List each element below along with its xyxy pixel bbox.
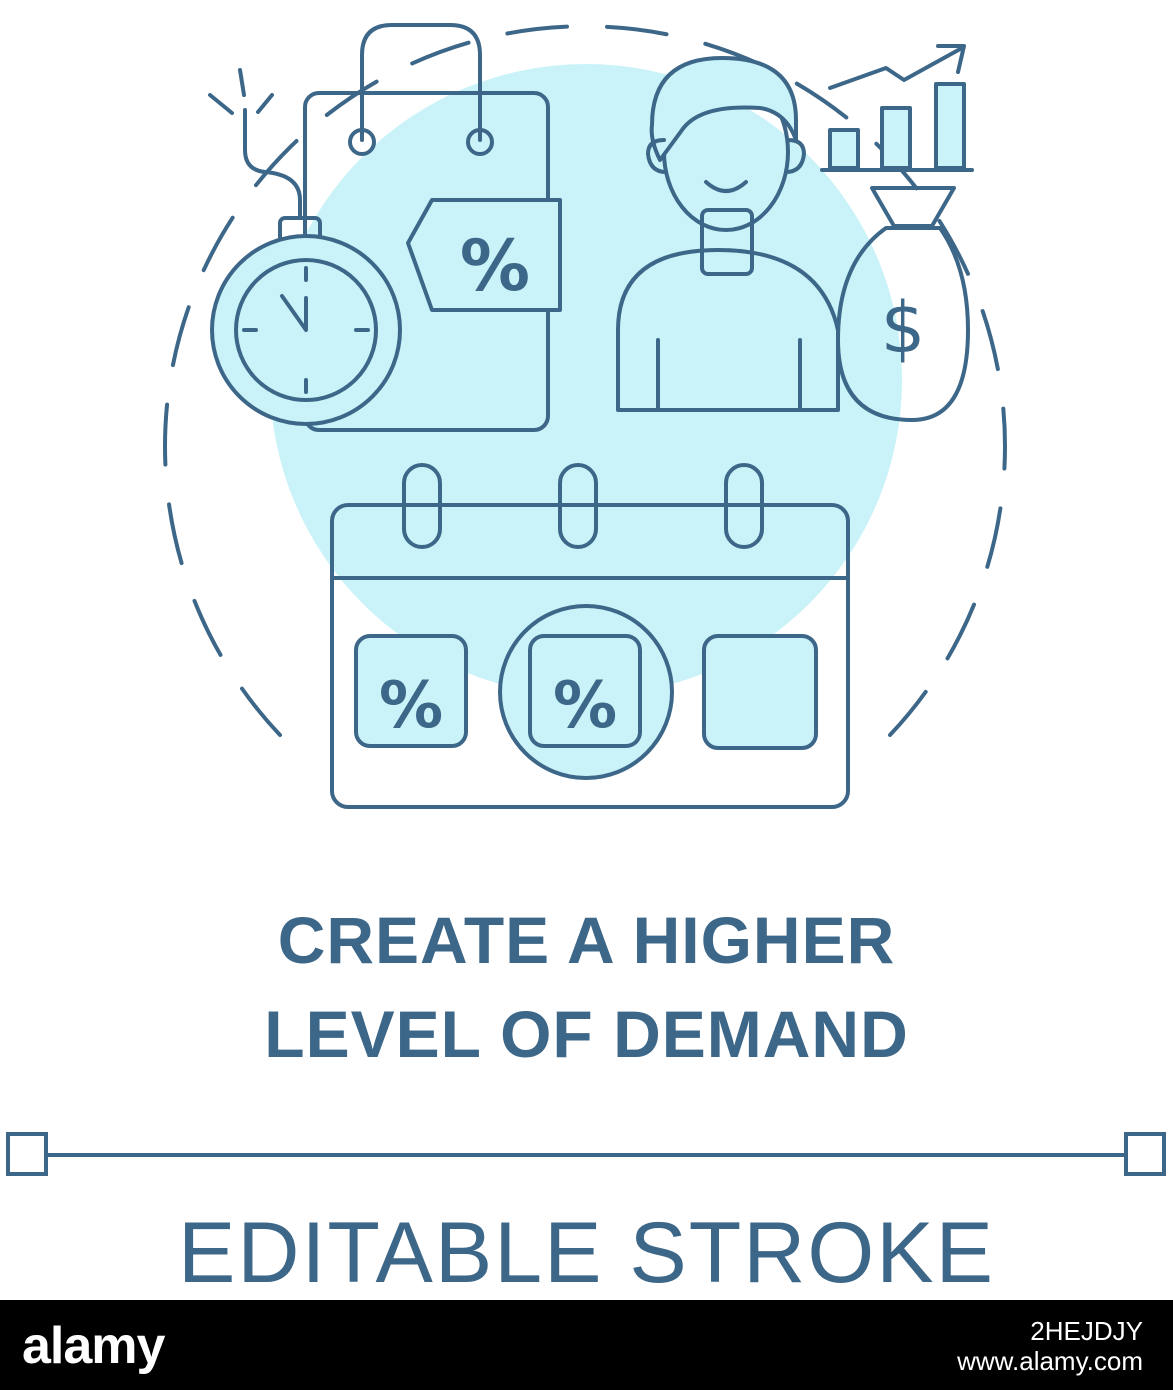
calendar-cell-2 bbox=[528, 634, 642, 748]
calendar-cell-3 bbox=[702, 634, 818, 750]
illustration: % $ bbox=[6, 23, 1166, 1176]
stroke-handle-left bbox=[6, 1132, 48, 1176]
alamy-logo: alamy bbox=[22, 1317, 165, 1375]
growth-chart-icon bbox=[820, 44, 974, 172]
person-icon bbox=[616, 56, 840, 412]
money-symbol: $ bbox=[881, 287, 926, 369]
footer-url: www.alamy.com bbox=[957, 1346, 1143, 1376]
editable-stroke-line bbox=[6, 1132, 1166, 1176]
calendar-cell-1 bbox=[354, 634, 468, 748]
calendar-cell-1-symbol: % bbox=[379, 669, 443, 743]
image-id: 2HEJDJY bbox=[1030, 1316, 1143, 1346]
calendar-icon: % % bbox=[330, 463, 850, 809]
stock-footer: alamy 2HEJDJY www.alamy.com bbox=[0, 1300, 1173, 1390]
price-tag-symbol: % bbox=[460, 225, 530, 307]
money-bag-icon: $ bbox=[836, 186, 970, 422]
title-line-2: LEVEL OF DEMAND bbox=[264, 997, 909, 1071]
footer-meta: 2HEJDJY www.alamy.com bbox=[957, 1316, 1143, 1376]
stroke-handle-right bbox=[1124, 1132, 1166, 1176]
price-tag-icon: % bbox=[406, 198, 562, 312]
dashed-ring bbox=[163, 24, 1007, 737]
stopwatch-icon bbox=[208, 68, 402, 426]
calendar-cell-2-symbol: % bbox=[553, 669, 617, 743]
title-line-1: CREATE A HIGHER bbox=[277, 903, 896, 977]
editable-stroke-label: EDITABLE STROKE bbox=[178, 1205, 995, 1301]
